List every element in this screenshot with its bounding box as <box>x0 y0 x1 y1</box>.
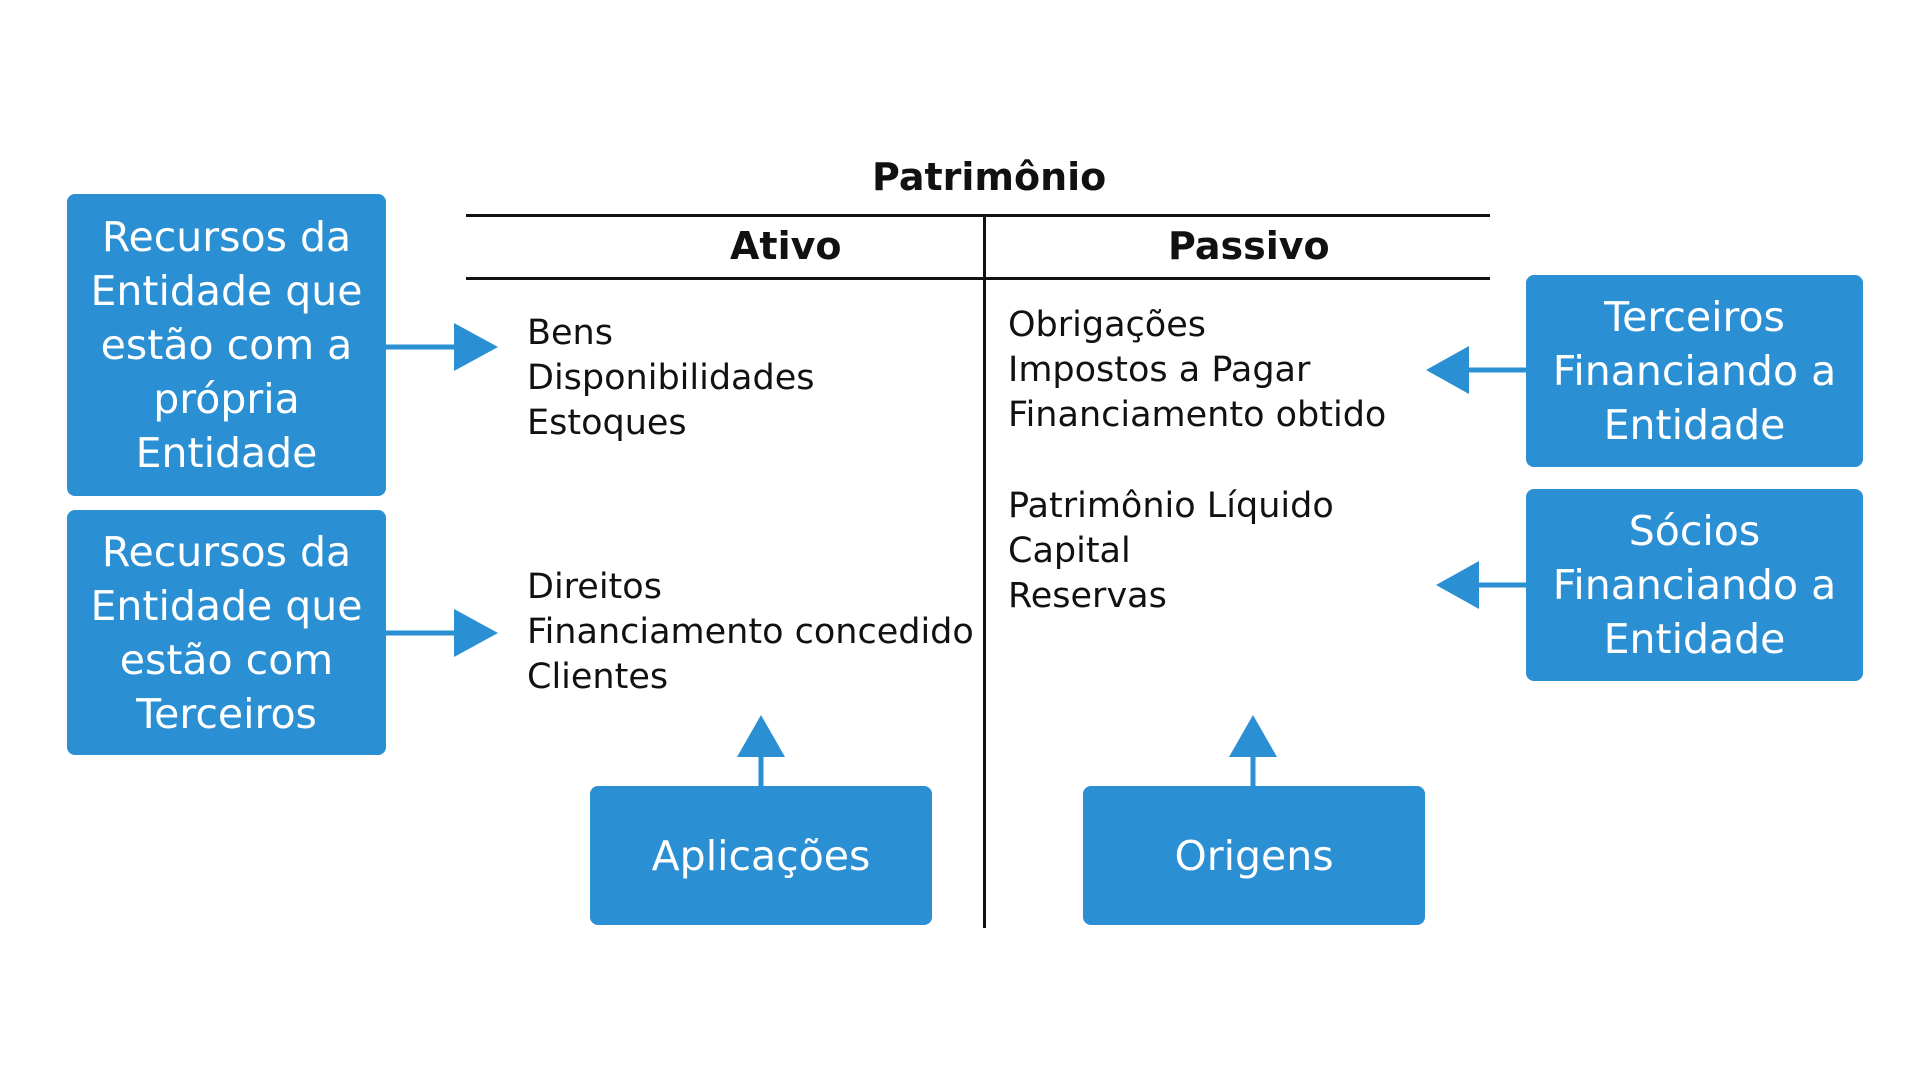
arrow-icon <box>386 323 498 371</box>
box-line: Sócios <box>1628 507 1761 555</box>
box-line: Aplicações <box>651 831 871 880</box>
list-patrimonio-liquido: Patrimônio Líquido Capital Reservas <box>1008 484 1334 619</box>
list-item: Direitos <box>527 567 662 607</box>
box-line: estão com <box>119 635 334 684</box>
list-obrigacoes: Obrigações Impostos a Pagar Financiament… <box>1008 303 1386 438</box>
box-origens: Origens <box>1083 786 1425 925</box>
arrow-icon <box>737 715 785 786</box>
list-item: Estoques <box>527 403 687 443</box>
box-line: Origens <box>1174 831 1334 880</box>
box-line: Financiando a <box>1552 347 1837 395</box>
box-aplicacoes: Aplicações <box>590 786 932 925</box>
list-item: Disponibilidades <box>527 358 815 398</box>
list-item: Financiamento concedido <box>527 612 974 652</box>
list-item: Obrigações <box>1008 305 1206 345</box>
column-header-ativo: Ativo <box>730 224 842 268</box>
arrow-icon <box>1426 346 1526 394</box>
list-item: Capital <box>1008 531 1131 571</box>
arrow-icon <box>386 609 498 657</box>
box-line: Entidade <box>135 429 318 477</box>
box-line: Entidade <box>1603 615 1786 663</box>
list-item: Bens <box>527 313 613 353</box>
box-line: Recursos da <box>101 213 352 261</box>
top-rule <box>466 214 1490 217</box>
list-bens: Bens Disponibilidades Estoques <box>527 311 815 446</box>
box-recursos-com-terceiros: Recursos da Entidade que estão com Terce… <box>67 510 386 755</box>
box-line: Entidade que <box>90 581 363 630</box>
list-item: Patrimônio Líquido <box>1008 486 1334 526</box>
box-line: Financiando a <box>1552 561 1837 609</box>
box-line: Terceiros <box>1604 293 1785 341</box>
box-line: Recursos da <box>101 527 352 576</box>
box-line: Entidade <box>1603 401 1786 449</box>
box-line: Entidade que <box>90 267 363 315</box>
box-line: estão com a <box>100 321 353 369</box>
box-recursos-propria-entidade: Recursos da Entidade que estão com a pró… <box>67 194 386 496</box>
list-direitos: Direitos Financiamento concedido Cliente… <box>527 565 974 700</box>
box-socios-financiando: Sócios Financiando a Entidade <box>1526 489 1863 681</box>
list-item: Clientes <box>527 657 669 697</box>
center-divider <box>983 214 986 928</box>
list-item: Financiamento obtido <box>1008 395 1387 435</box>
diagram-title: Patrimônio <box>872 155 1107 199</box>
box-line: própria <box>153 375 300 423</box>
box-line: Terceiros <box>136 689 317 738</box>
list-item: Reservas <box>1008 576 1167 616</box>
header-rule <box>466 277 1490 280</box>
box-terceiros-financiando: Terceiros Financiando a Entidade <box>1526 275 1863 467</box>
arrow-icon <box>1229 715 1277 786</box>
arrow-icon <box>1436 561 1526 609</box>
list-item: Impostos a Pagar <box>1008 350 1311 390</box>
column-header-passivo: Passivo <box>1168 224 1330 268</box>
